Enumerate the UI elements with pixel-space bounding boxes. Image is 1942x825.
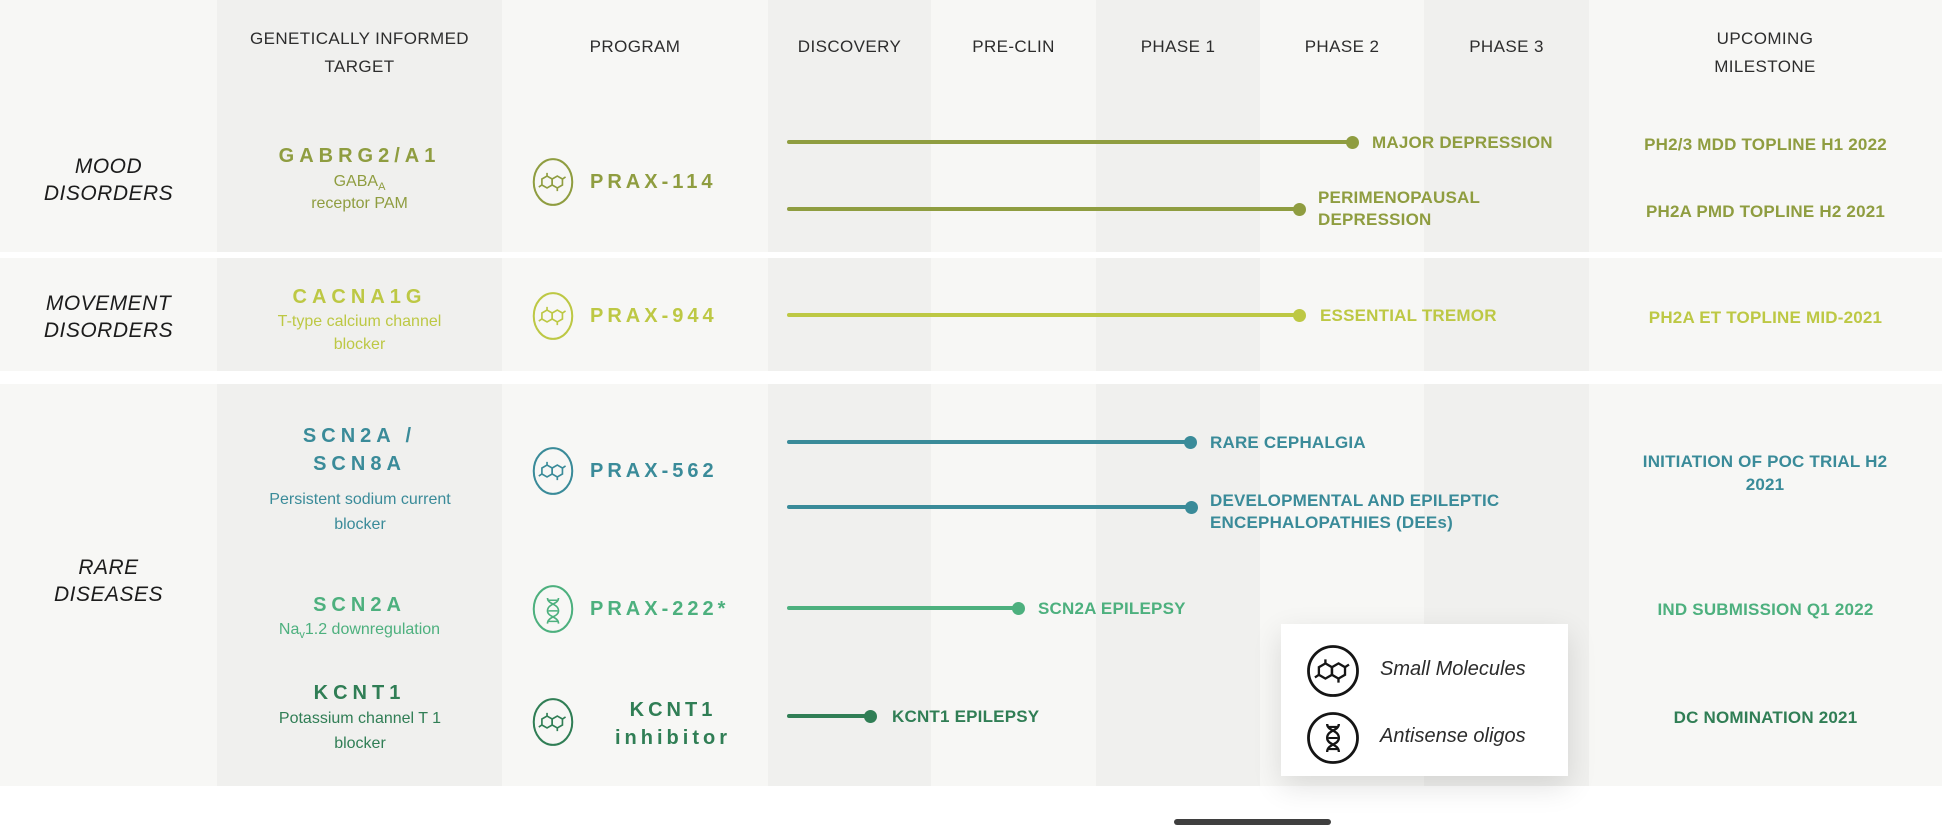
target-mechanism: Nav1.2 downregulation (278, 621, 441, 642)
indication-label: KCNT1 EPILEPSY (892, 707, 1040, 726)
program-name-prax222: PRAX-222* (590, 598, 730, 620)
program-name-kcnt1-inhibitor: KCNT1 inhibitor (615, 699, 731, 749)
target-mechanism: Potassium channel T 1 blocker (278, 710, 442, 752)
legend-label-small-molecules: Small Molecules (1380, 658, 1526, 680)
indication-label: DEVELOPMENTAL AND EPILEPTIC ENCEPHALOPAT… (1210, 491, 1500, 532)
column-shade-phase1 (1096, 0, 1260, 786)
column-shade-discovery (768, 0, 931, 786)
small-molecule-icon (1305, 643, 1361, 704)
milestone-label: PH2A PMD TOPLINE H2 2021 (1645, 202, 1886, 221)
small-molecule-icon (531, 290, 575, 347)
column-header-phase3: PHASE 3 (1469, 37, 1544, 56)
milestone-label: PH2A ET TOPLINE MID-2021 (1648, 308, 1883, 327)
program-name-prax944: PRAX-944 (590, 305, 718, 327)
category-movement-disorders: MOVEMENT DISORDERS (43, 292, 174, 342)
small-molecule-icon (531, 156, 575, 213)
column-header-phase2: PHASE 2 (1304, 37, 1380, 56)
column-header-discovery: DISCOVERY (797, 37, 902, 56)
milestone-label: INITIATION OF POC TRIAL H2 2021 (1642, 452, 1888, 494)
target-gene-cacna1g: CACNA1G (292, 286, 427, 308)
antisense-oligo-icon (1305, 710, 1361, 771)
milestone-label: PH2/3 MDD TOPLINE H1 2022 (1644, 135, 1887, 154)
antisense-oligo-icon (531, 583, 575, 640)
indication-label: PERIMENOPAUSAL DEPRESSION (1318, 188, 1480, 229)
column-header-program: PROGRAM (589, 37, 681, 56)
horizontal-scrollbar-thumb[interactable] (1174, 819, 1331, 825)
progress-bar-dees (787, 505, 1191, 509)
category-rare-diseases: RARE DISEASES (53, 556, 164, 606)
target-gene-scn2a-scn8a: SCN2A / SCN8A (302, 425, 417, 475)
legend-label-antisense-oligos: Antisense oligos (1380, 725, 1526, 747)
target-mechanism: Persistent sodium current blocker (269, 491, 451, 533)
small-molecule-icon (531, 696, 575, 753)
milestone-label: DC NOMINATION 2021 (1673, 708, 1858, 727)
column-shade-target (217, 0, 502, 786)
progress-bar-scn2a-epilepsy (787, 606, 1018, 610)
target-mechanism: T-type calcium channel blocker (277, 313, 442, 353)
progress-bar-major-depression (787, 140, 1352, 144)
target-gene-kcnt1: KCNT1 (313, 682, 406, 704)
program-name-prax562: PRAX-562 (590, 460, 718, 482)
progress-dot (1293, 309, 1306, 322)
progress-bar-essential-tremor (787, 313, 1299, 317)
target-gene-scn2a: SCN2A (313, 594, 406, 616)
section-divider (0, 252, 1942, 258)
progress-bar-kcnt1-epilepsy (787, 714, 870, 718)
target-gene-gabrg2a1: GABRG2/A1 (278, 145, 441, 167)
pipeline-board: GENETICALLY INFORMED TARGET PROGRAM DISC… (0, 0, 1942, 786)
indication-label: RARE CEPHALGIA (1210, 433, 1366, 452)
progress-dot (864, 710, 877, 723)
progress-dot (1184, 436, 1197, 449)
progress-dot (1346, 136, 1359, 149)
section-divider (0, 371, 1942, 384)
progress-bar-perimenopausal-depression (787, 207, 1299, 211)
milestone-label: IND SUBMISSION Q1 2022 (1657, 600, 1874, 619)
column-header-preclin: PRE-CLIN (972, 37, 1055, 56)
legend-card: Small Molecules Antisense oligos (1281, 624, 1568, 776)
target-mechanism-line2: receptor PAM (311, 195, 408, 212)
column-header-milestone: UPCOMING MILESTONE (1714, 29, 1816, 76)
progress-dot (1012, 602, 1025, 615)
program-name-prax114: PRAX-114 (590, 171, 717, 193)
target-mechanism-line1: GABAA (333, 173, 386, 194)
category-mood-disorders: MOOD DISORDERS (43, 155, 174, 205)
progress-dot (1185, 501, 1198, 514)
column-header-phase1: PHASE 1 (1140, 37, 1216, 56)
small-molecule-icon (531, 445, 575, 502)
column-header-target: GENETICALLY INFORMED TARGET (250, 29, 469, 76)
progress-dot (1293, 203, 1306, 216)
indication-label: ESSENTIAL TREMOR (1320, 306, 1497, 325)
indication-label: MAJOR DEPRESSION (1372, 133, 1553, 152)
indication-label: SCN2A EPILEPSY (1038, 599, 1186, 618)
progress-bar-rare-cephalgia (787, 440, 1190, 444)
